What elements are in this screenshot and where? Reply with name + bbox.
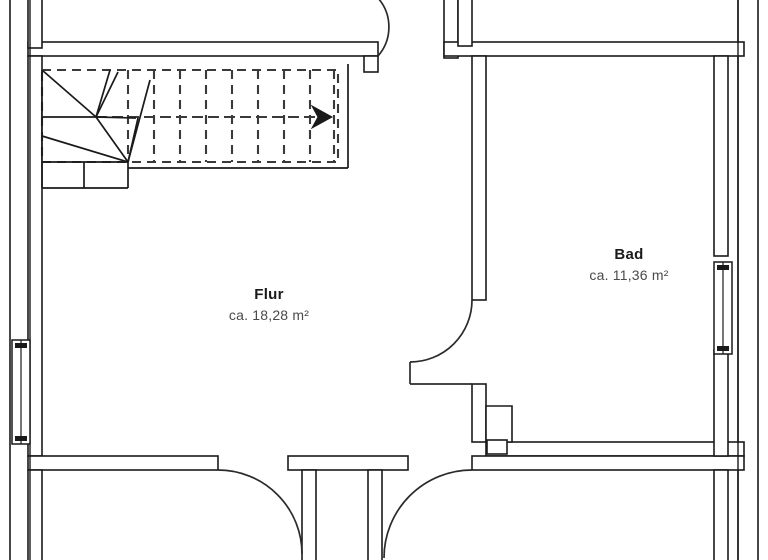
- door-top-arc: [377, 0, 390, 57]
- staircase: [40, 64, 349, 189]
- exterior-wall-left: [9, 0, 31, 560]
- wall-bad-left-upper: [471, 55, 487, 301]
- stair-stringer: [128, 64, 349, 169]
- wall-bottom-middle: [287, 455, 409, 471]
- wc-niche-outline: [485, 405, 513, 443]
- wall-topright-left: [457, 0, 473, 47]
- stair-winder-lines: [41, 69, 151, 189]
- room-name-bad: Bad: [614, 246, 644, 263]
- wall-flur-bottom: [27, 455, 219, 471]
- door-bad-arc: [409, 299, 473, 363]
- room-label-bad: Bad ca. 11,36 m²: [538, 245, 720, 285]
- wall-bottomright-top: [471, 455, 745, 471]
- wall-top-right-divider: [443, 41, 745, 57]
- wall-outlines: [29, 0, 739, 560]
- interior-walls: [27, 0, 745, 560]
- room-name-flur: Flur: [254, 286, 284, 303]
- windows: [11, 261, 733, 445]
- room-area-flur: ca. 18,28 m²: [228, 307, 310, 323]
- wall-lowerleft-left: [27, 469, 43, 560]
- door-jamb-top: [363, 55, 379, 73]
- wall-lowerleft-right: [301, 469, 317, 560]
- room-area-bad: ca. 11,36 m²: [589, 267, 669, 283]
- wall-bad-left-lower: [471, 383, 487, 443]
- door-bottom-left-arc: [217, 469, 303, 555]
- wc-fixture: [485, 405, 513, 455]
- room-label-flur: Flur ca. 18,28 m²: [178, 285, 360, 325]
- wall-bottomright-vertical: [713, 469, 729, 560]
- wall-lowercenter-left: [367, 469, 383, 560]
- exterior-wall-right: [737, 0, 759, 560]
- door-bottom-right-arc: [383, 469, 473, 559]
- doors: [217, 0, 473, 559]
- wall-upperleft-left: [27, 0, 43, 49]
- wall-bad-right-lower: [713, 349, 729, 457]
- wall-upperleft-bottom: [27, 41, 379, 57]
- wall-bad-right: [713, 55, 729, 257]
- wc-bowl-icon: [486, 439, 508, 455]
- stair-direction-arrow-icon: [310, 104, 334, 130]
- wall-bad-bottom: [485, 441, 745, 457]
